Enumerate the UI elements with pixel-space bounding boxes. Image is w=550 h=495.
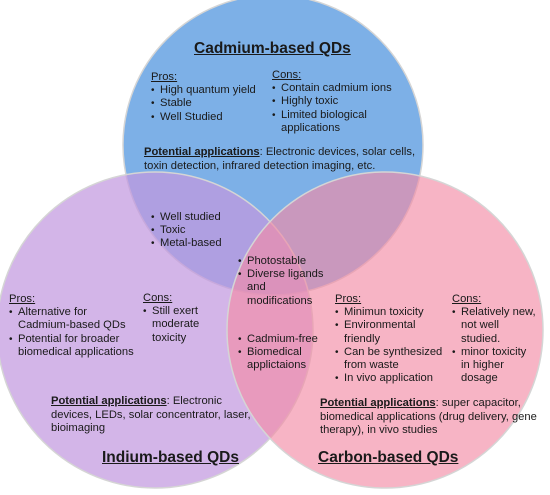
cadmium-cons: Cons: Contain cadmium ions Highly toxic …	[272, 69, 402, 135]
indium-cons-label: Cons:	[143, 292, 173, 304]
carbon-con-item: minor toxicity in higher dosage	[452, 346, 538, 386]
cadmium-applications-text: : Electronic devices, solar cells, toxin…	[144, 146, 416, 172]
overlap-item: Photostable	[238, 255, 328, 268]
cadmium-con-item: Highly toxic	[272, 95, 402, 108]
carbon-pro-item: Can be synthesized from waste	[335, 346, 453, 372]
carbon-applications: Potential applications: super capacitor,…	[320, 397, 546, 438]
indium-applications: Potential applications: Electronic devic…	[51, 395, 261, 436]
carbon-title: Carbon-based QDs	[318, 449, 459, 466]
carbon-con-item: Relatively new, not well studied.	[452, 306, 538, 346]
indium-pro-item: Alternative for Cadmium-based QDs	[9, 306, 139, 332]
indium-title: Indium-based QDs	[102, 449, 239, 466]
overlap-cadmium-indium: Well studied Toxic Metal-based	[151, 211, 241, 251]
cadmium-pro-item: High quantum yield	[151, 84, 271, 97]
carbon-pro-item: In vivo application	[335, 372, 453, 385]
indium-con-item: Still exert moderate toxicity	[143, 305, 223, 345]
overlap-indium-carbon: Cadmium-free Biomedical applictaions	[238, 333, 326, 373]
cadmium-applications: Potential applications: Electronic devic…	[144, 146, 424, 173]
overlap-item: Well studied	[151, 211, 241, 224]
overlap-item: Metal-based	[151, 237, 241, 250]
carbon-pro-item: Minimun toxicity	[335, 306, 453, 319]
indium-cons: Cons: Still exert moderate toxicity	[143, 292, 223, 345]
cadmium-pros: Pros: High quantum yield Stable Well Stu…	[151, 71, 271, 124]
overlap-item: Biomedical applictaions	[238, 346, 326, 372]
indium-pros-label: Pros:	[9, 293, 36, 305]
cadmium-cons-label: Cons:	[272, 69, 302, 81]
carbon-pro-item: Environmental friendly	[335, 319, 453, 345]
cadmium-con-item: Limited biological applications	[272, 109, 402, 135]
overlap-item: Toxic	[151, 224, 241, 237]
overlap-all: Photostable Diverse ligands and modifica…	[238, 255, 328, 308]
carbon-cons-label: Cons:	[452, 293, 482, 305]
indium-applications-text: : Electronic devices, LEDs, solar concen…	[51, 395, 251, 435]
indium-applications-label: Potential applications	[51, 395, 167, 407]
carbon-cons: Cons: Relatively new, not well studied. …	[452, 293, 538, 385]
cadmium-con-item: Contain cadmium ions	[272, 82, 402, 95]
overlap-item: Cadmium-free	[238, 333, 326, 346]
cadmium-title: Cadmium-based QDs	[194, 40, 351, 57]
carbon-pros-label: Pros:	[335, 293, 362, 305]
cadmium-pros-label: Pros:	[151, 71, 178, 83]
carbon-pros: Pros: Minimun toxicity Environmental fri…	[335, 293, 453, 386]
cadmium-applications-label: Potential applications	[144, 146, 260, 158]
overlap-item: Diverse ligands and modifications	[238, 268, 328, 308]
indium-pros: Pros: Alternative for Cadmium-based QDs …	[9, 293, 139, 359]
cadmium-pro-item: Well Studied	[151, 111, 271, 124]
carbon-applications-text: : super capacitor, biomedical applicatio…	[320, 397, 537, 437]
cadmium-pro-item: Stable	[151, 97, 271, 110]
indium-pro-item: Potential for broader biomedical applica…	[9, 333, 139, 359]
carbon-applications-label: Potential applications	[320, 397, 436, 409]
